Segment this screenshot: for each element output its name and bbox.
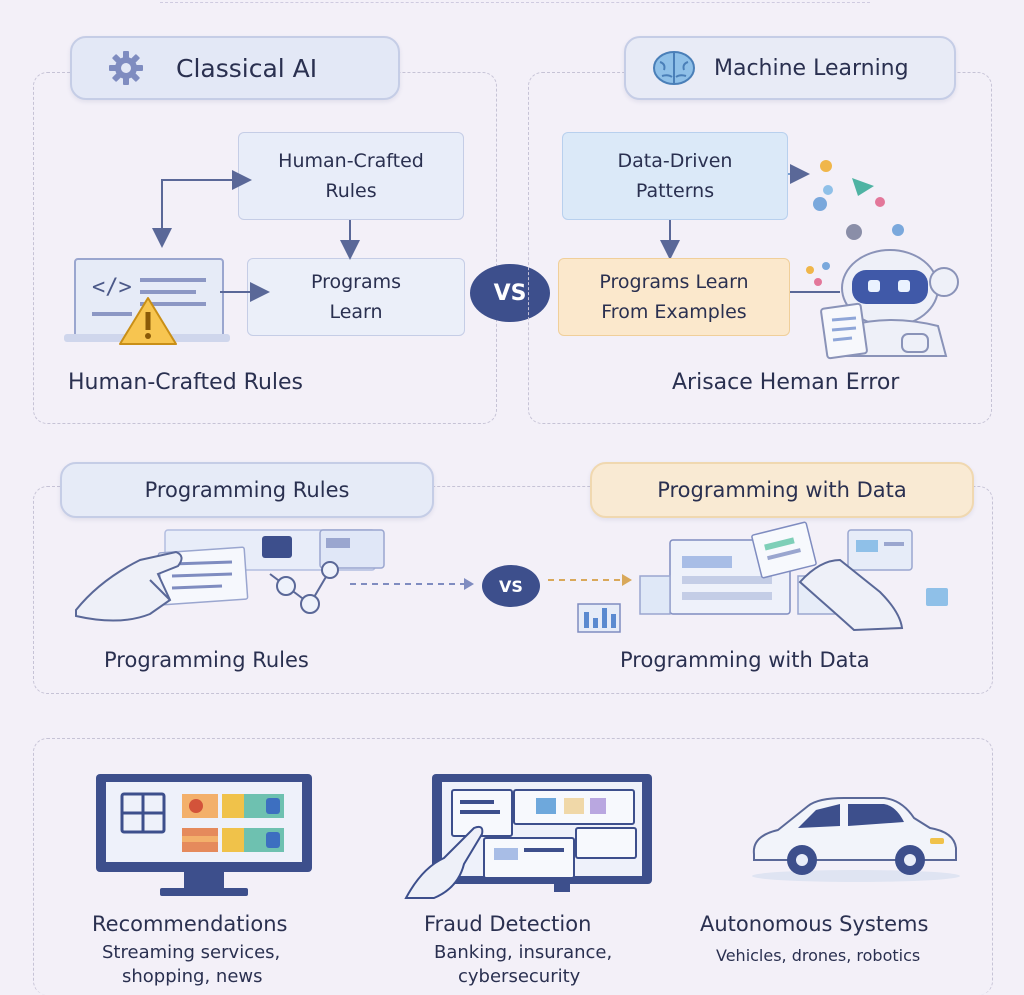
programs-learn-examples-box: Programs Learn From Examples [558, 258, 790, 336]
recommendations-sub2: shopping, news [122, 966, 263, 987]
recommendations-sub1: Streaming services, [102, 942, 281, 963]
programming-with-data-caption: Programming with Data [620, 648, 870, 672]
programming-with-data-title: Programming with Data [657, 478, 907, 502]
brain-icon [652, 50, 696, 86]
classical-ai-header: Classical AI [70, 36, 400, 100]
car-icon [744, 792, 968, 882]
programs-learn-box: Programs Learn [247, 258, 465, 336]
recommendations-monitor-icon [94, 772, 314, 902]
programming-rules-caption: Programming Rules [104, 648, 309, 672]
programs-learn-examples-label: Programs Learn From Examples [599, 270, 749, 323]
machine-learning-header: Machine Learning [624, 36, 956, 100]
programming-rules-header: Programming Rules [60, 462, 434, 518]
svg-text:</>: </> [92, 275, 132, 300]
fraud-detection-sub1: Banking, insurance, [434, 942, 613, 963]
autonomous-systems-title: Autonomous Systems [700, 912, 929, 936]
applications-panel [33, 738, 993, 995]
programs-learn-label: Programs Learn [310, 270, 402, 323]
fraud-detection-sub2: cybersecurity [458, 966, 581, 987]
classical-ai-title: Classical AI [176, 53, 318, 83]
programming-with-data-header: Programming with Data [590, 462, 974, 518]
machine-learning-title: Machine Learning [714, 55, 909, 81]
fraud-detection-monitor-icon [404, 772, 654, 902]
autonomous-systems-sub1: Vehicles, drones, robotics [716, 946, 921, 965]
recommendations-title: Recommendations [92, 912, 288, 936]
human-crafted-rules-box: Human-Crafted Rules [238, 132, 464, 220]
data-driven-patterns-label: Data-Driven Patterns [617, 149, 733, 202]
data-driven-patterns-box: Data-Driven Patterns [562, 132, 788, 220]
warning-icon [118, 296, 178, 346]
top-divider [160, 2, 870, 3]
classical-caption: Human-Crafted Rules [68, 370, 303, 395]
vs-badge-top: VS [470, 264, 550, 322]
fraud-detection-title: Fraud Detection [424, 912, 592, 936]
vs-badge-bottom: VS [482, 565, 540, 607]
human-crafted-rules-label: Human-Crafted Rules [278, 149, 424, 202]
programming-panel [33, 486, 993, 694]
gear-icon [106, 48, 146, 88]
ml-caption: Arisace Heman Error [672, 370, 900, 395]
programming-rules-title: Programming Rules [144, 478, 350, 502]
robot-icon [818, 248, 968, 360]
